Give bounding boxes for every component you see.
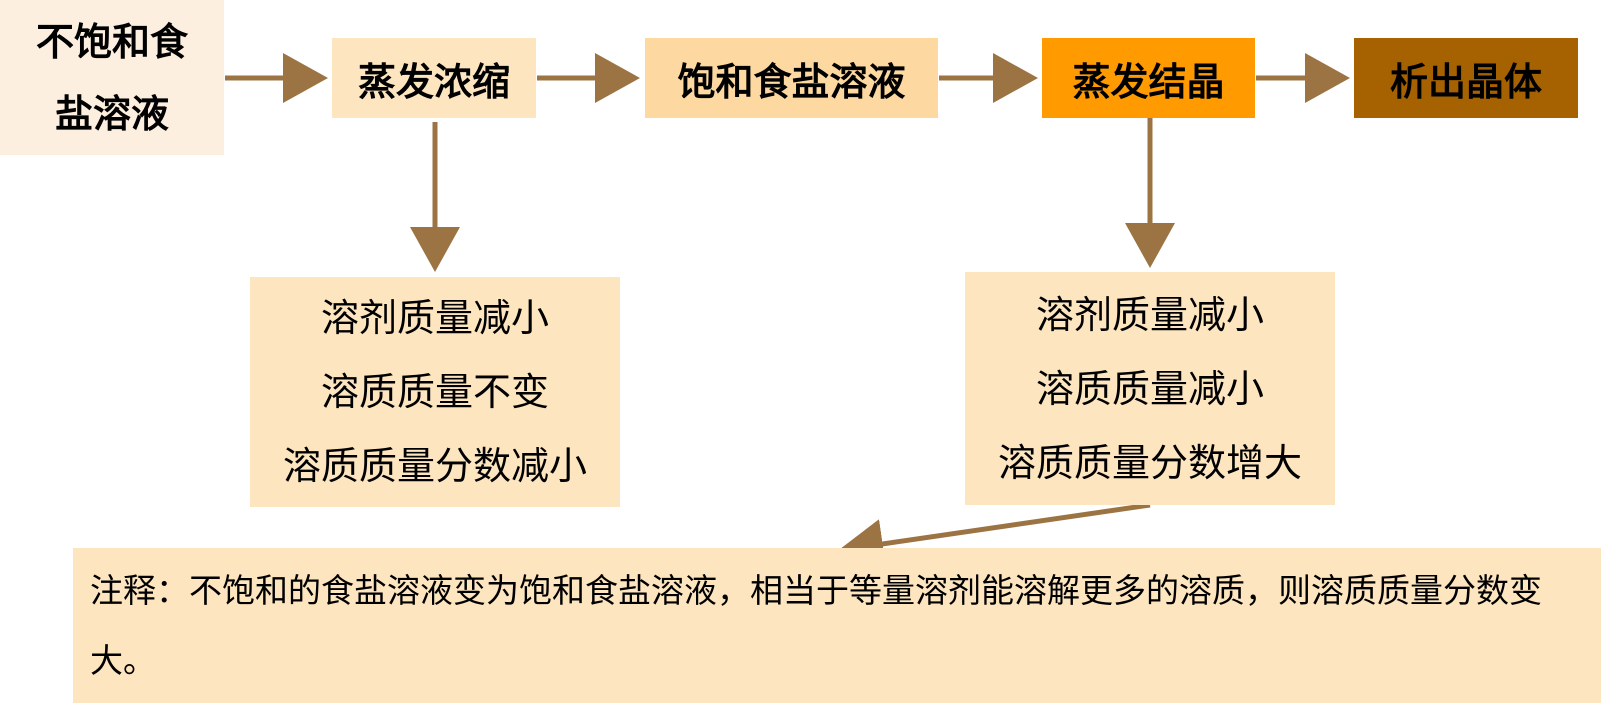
note-text: 注释：不饱和的食盐溶液变为饱和食盐溶液，相当于等量溶剂能溶解更多的溶质，则溶质质… xyxy=(90,570,1542,680)
node-saturated-solution: 饱和食盐溶液 xyxy=(645,38,938,118)
result-right-line-3: 溶质质量分数增大 xyxy=(997,440,1302,485)
node-crystal-out: 析出晶体 xyxy=(1354,38,1578,118)
node-unsaturated-solution: 不饱和食 盐溶液 xyxy=(0,0,224,155)
arrow-result-to-note xyxy=(838,502,1151,569)
node-evaporate-crystallize: 蒸发结晶 xyxy=(1042,38,1255,118)
note-box: 注释：不饱和的食盐溶液变为饱和食盐溶液，相当于等量溶剂能溶解更多的溶质，则溶质质… xyxy=(73,548,1601,703)
result-left-line-3: 溶质质量分数减小 xyxy=(282,444,587,488)
result-left-line-1: 溶剂质量减小 xyxy=(320,296,549,340)
result-left-line-2: 溶质质量不变 xyxy=(320,370,549,414)
result-box-crystallize: 溶剂质量减小 溶质质量减小 溶质质量分数增大 xyxy=(965,272,1335,505)
node-unsaturated-line-2: 盐溶液 xyxy=(54,91,169,136)
node-evaporate-concentrate: 蒸发浓缩 xyxy=(332,38,536,118)
node-unsaturated-line-1: 不饱和食 xyxy=(35,19,188,64)
node-evaporate-crystallize-label: 蒸发结晶 xyxy=(1072,59,1225,104)
node-evaporate-concentrate-label: 蒸发浓缩 xyxy=(357,59,510,104)
node-saturated-solution-label: 饱和食盐溶液 xyxy=(677,59,906,104)
node-crystal-out-label: 析出晶体 xyxy=(1389,59,1542,104)
result-box-concentrate: 溶剂质量减小 溶质质量不变 溶质质量分数减小 xyxy=(250,277,620,507)
result-right-line-2: 溶质质量减小 xyxy=(1035,366,1264,411)
result-right-line-1: 溶剂质量减小 xyxy=(1035,292,1264,337)
